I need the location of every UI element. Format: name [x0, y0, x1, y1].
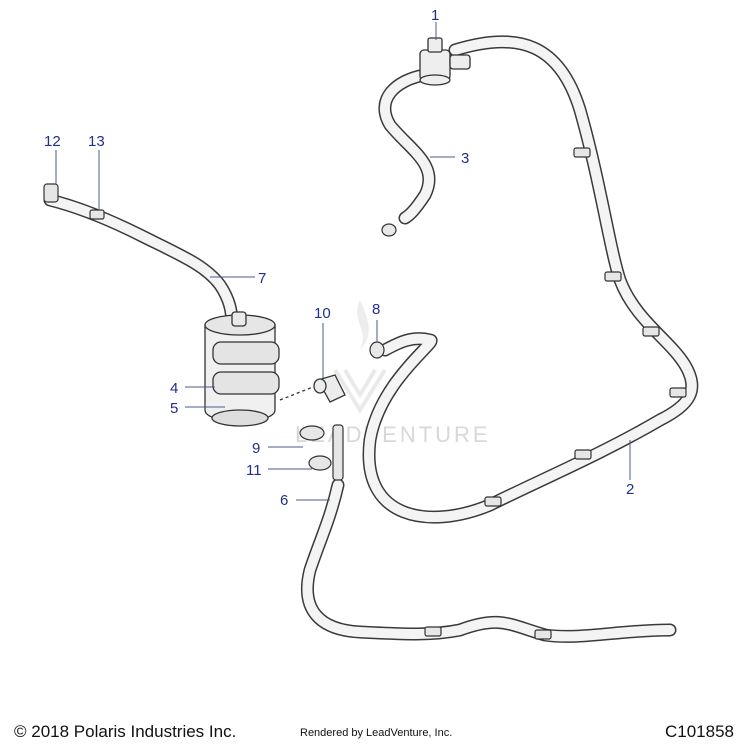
clamps-parts-9-11 — [299, 424, 344, 481]
callout-5: 5 — [170, 400, 178, 417]
callout-6: 6 — [280, 492, 288, 509]
fitting-part-12 — [43, 183, 59, 203]
watermark-logo — [333, 300, 387, 414]
rendered-by-text: Rendered by LeadVenture, Inc. — [300, 727, 453, 739]
callout-12: 12 — [44, 133, 61, 150]
callout-10: 10 — [314, 305, 331, 322]
elbow-part-10 — [313, 374, 346, 403]
callout-4: 4 — [170, 380, 178, 397]
callout-2: 2 — [626, 481, 634, 498]
hose-6 — [300, 478, 677, 643]
hose-clips — [89, 147, 687, 640]
hose-end-caps — [369, 223, 397, 359]
document-number: C101858 — [664, 722, 734, 741]
hose-7 — [43, 193, 239, 332]
callout-7: 7 — [258, 270, 266, 287]
watermark-text: LEADVENTURE — [295, 422, 491, 447]
copyright-text: © 2018 Polaris Industries Inc. — [14, 722, 237, 741]
callout-9: 9 — [252, 440, 260, 457]
callout-11: 11 — [246, 462, 262, 479]
callout-13: 13 — [88, 133, 105, 150]
callout-8: 8 — [372, 301, 380, 318]
hose-3 — [378, 68, 436, 225]
callout-1: 1 — [431, 7, 439, 24]
valve-part-1 — [419, 37, 471, 86]
canister-part-4 — [204, 311, 319, 427]
hose-2 — [362, 35, 699, 524]
leader-lines — [55, 22, 631, 501]
callout-3: 3 — [461, 150, 469, 167]
